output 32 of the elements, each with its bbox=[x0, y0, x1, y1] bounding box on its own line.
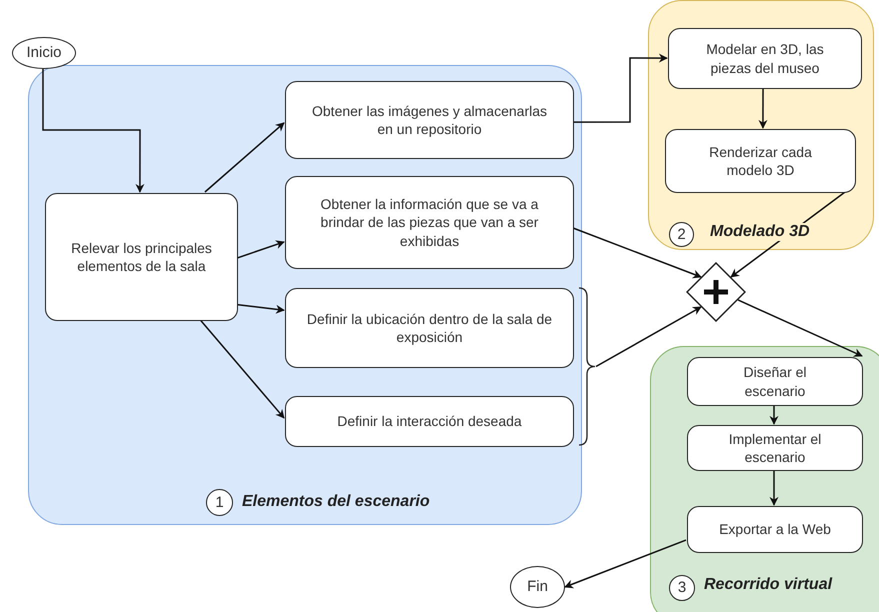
arrow bbox=[236, 240, 285, 259]
terminal-ellipse: Inicio bbox=[12, 37, 76, 69]
process-box: Obtener las imágenes y almacenarlas en un repositorio bbox=[285, 81, 574, 159]
process-box: Implementar el escenario bbox=[687, 425, 863, 471]
arrow bbox=[564, 539, 686, 588]
swimlane-panel bbox=[648, 0, 874, 250]
arrow bbox=[200, 320, 285, 419]
process-box: Relevar los principales elementos de la sala bbox=[45, 193, 238, 321]
arrow bbox=[42, 69, 144, 193]
process-box: Obtener la información que se va a brindar de las piezas que van a ser exhibidas bbox=[285, 176, 574, 269]
arrow bbox=[596, 306, 702, 368]
step-number: 3 bbox=[669, 575, 695, 601]
swimlane-panel bbox=[650, 346, 879, 612]
arrow bbox=[572, 227, 702, 278]
process-box: Exportar a la Web bbox=[687, 506, 863, 553]
arrow bbox=[738, 299, 863, 357]
process-box: Modelar en 3D, las piezas del museo bbox=[668, 28, 862, 89]
arrow bbox=[573, 54, 668, 123]
step-number: 1 bbox=[206, 489, 233, 516]
arrow bbox=[770, 405, 778, 425]
step-number: 2 bbox=[669, 222, 694, 247]
arrow bbox=[204, 122, 285, 193]
process-box: Definir la interacción deseada bbox=[285, 396, 574, 447]
process-box: Definir la ubicación dentro de la sala de exposición bbox=[285, 288, 574, 368]
arrow bbox=[236, 304, 285, 314]
process-box: Renderizar cada modelo 3D bbox=[665, 129, 856, 193]
terminal-ellipse: Fin bbox=[510, 566, 565, 608]
process-box: Diseñar el escenario bbox=[687, 357, 863, 406]
swimlane-panel bbox=[28, 65, 582, 525]
arrow bbox=[758, 88, 768, 129]
arrow bbox=[770, 470, 778, 506]
arrow bbox=[730, 191, 846, 278]
